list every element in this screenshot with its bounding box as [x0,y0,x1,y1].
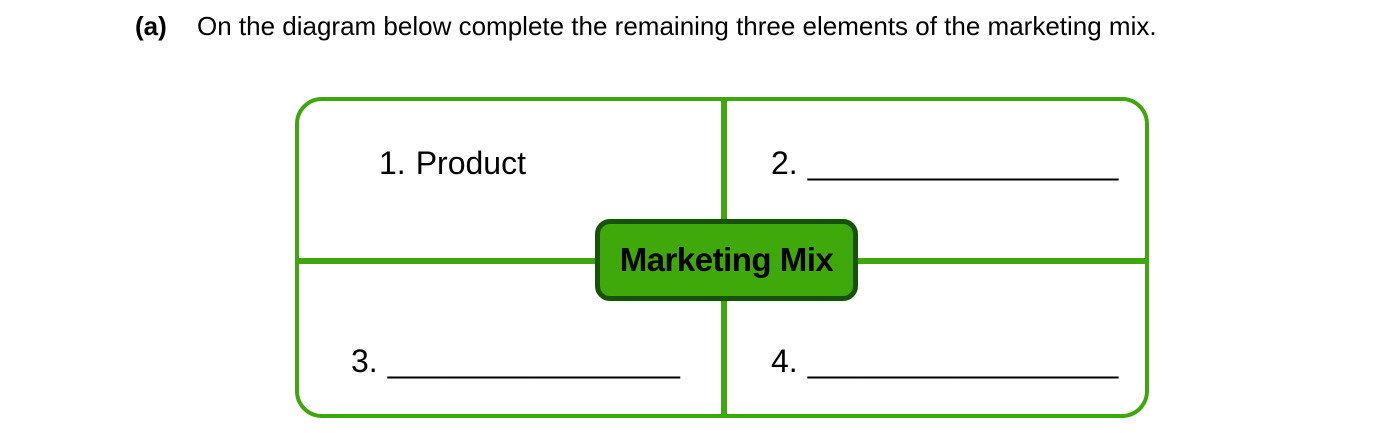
marketing-mix-label: Marketing Mix [619,241,834,278]
marketing-mix-box: Marketing Mix [595,219,858,301]
quadrant-4-number: 4. [771,343,798,379]
quadrant-2-number: 2. [771,145,798,181]
quadrant-2: 2._________________ [771,145,1119,182]
quadrant-3-number: 3. [351,343,378,379]
answer-blank-3[interactable]: ________________ [387,343,681,379]
question-heading: (a) On the diagram below complete the re… [0,11,1395,47]
answer-blank-4[interactable]: _________________ [807,343,1119,379]
answer-blank-2[interactable]: _________________ [807,145,1119,181]
quadrant-1-label: Product [415,145,526,181]
question-text: On the diagram below complete the remain… [197,11,1157,41]
quadrant-1-number: 1. [379,145,406,181]
question-label: (a) [135,11,167,41]
quadrant-4: 4._________________ [771,343,1119,380]
marketing-mix-diagram: 1.Product 2._________________ 3.________… [295,97,1149,418]
quadrant-3: 3.________________ [351,343,680,380]
quadrant-1: 1.Product [379,145,526,182]
